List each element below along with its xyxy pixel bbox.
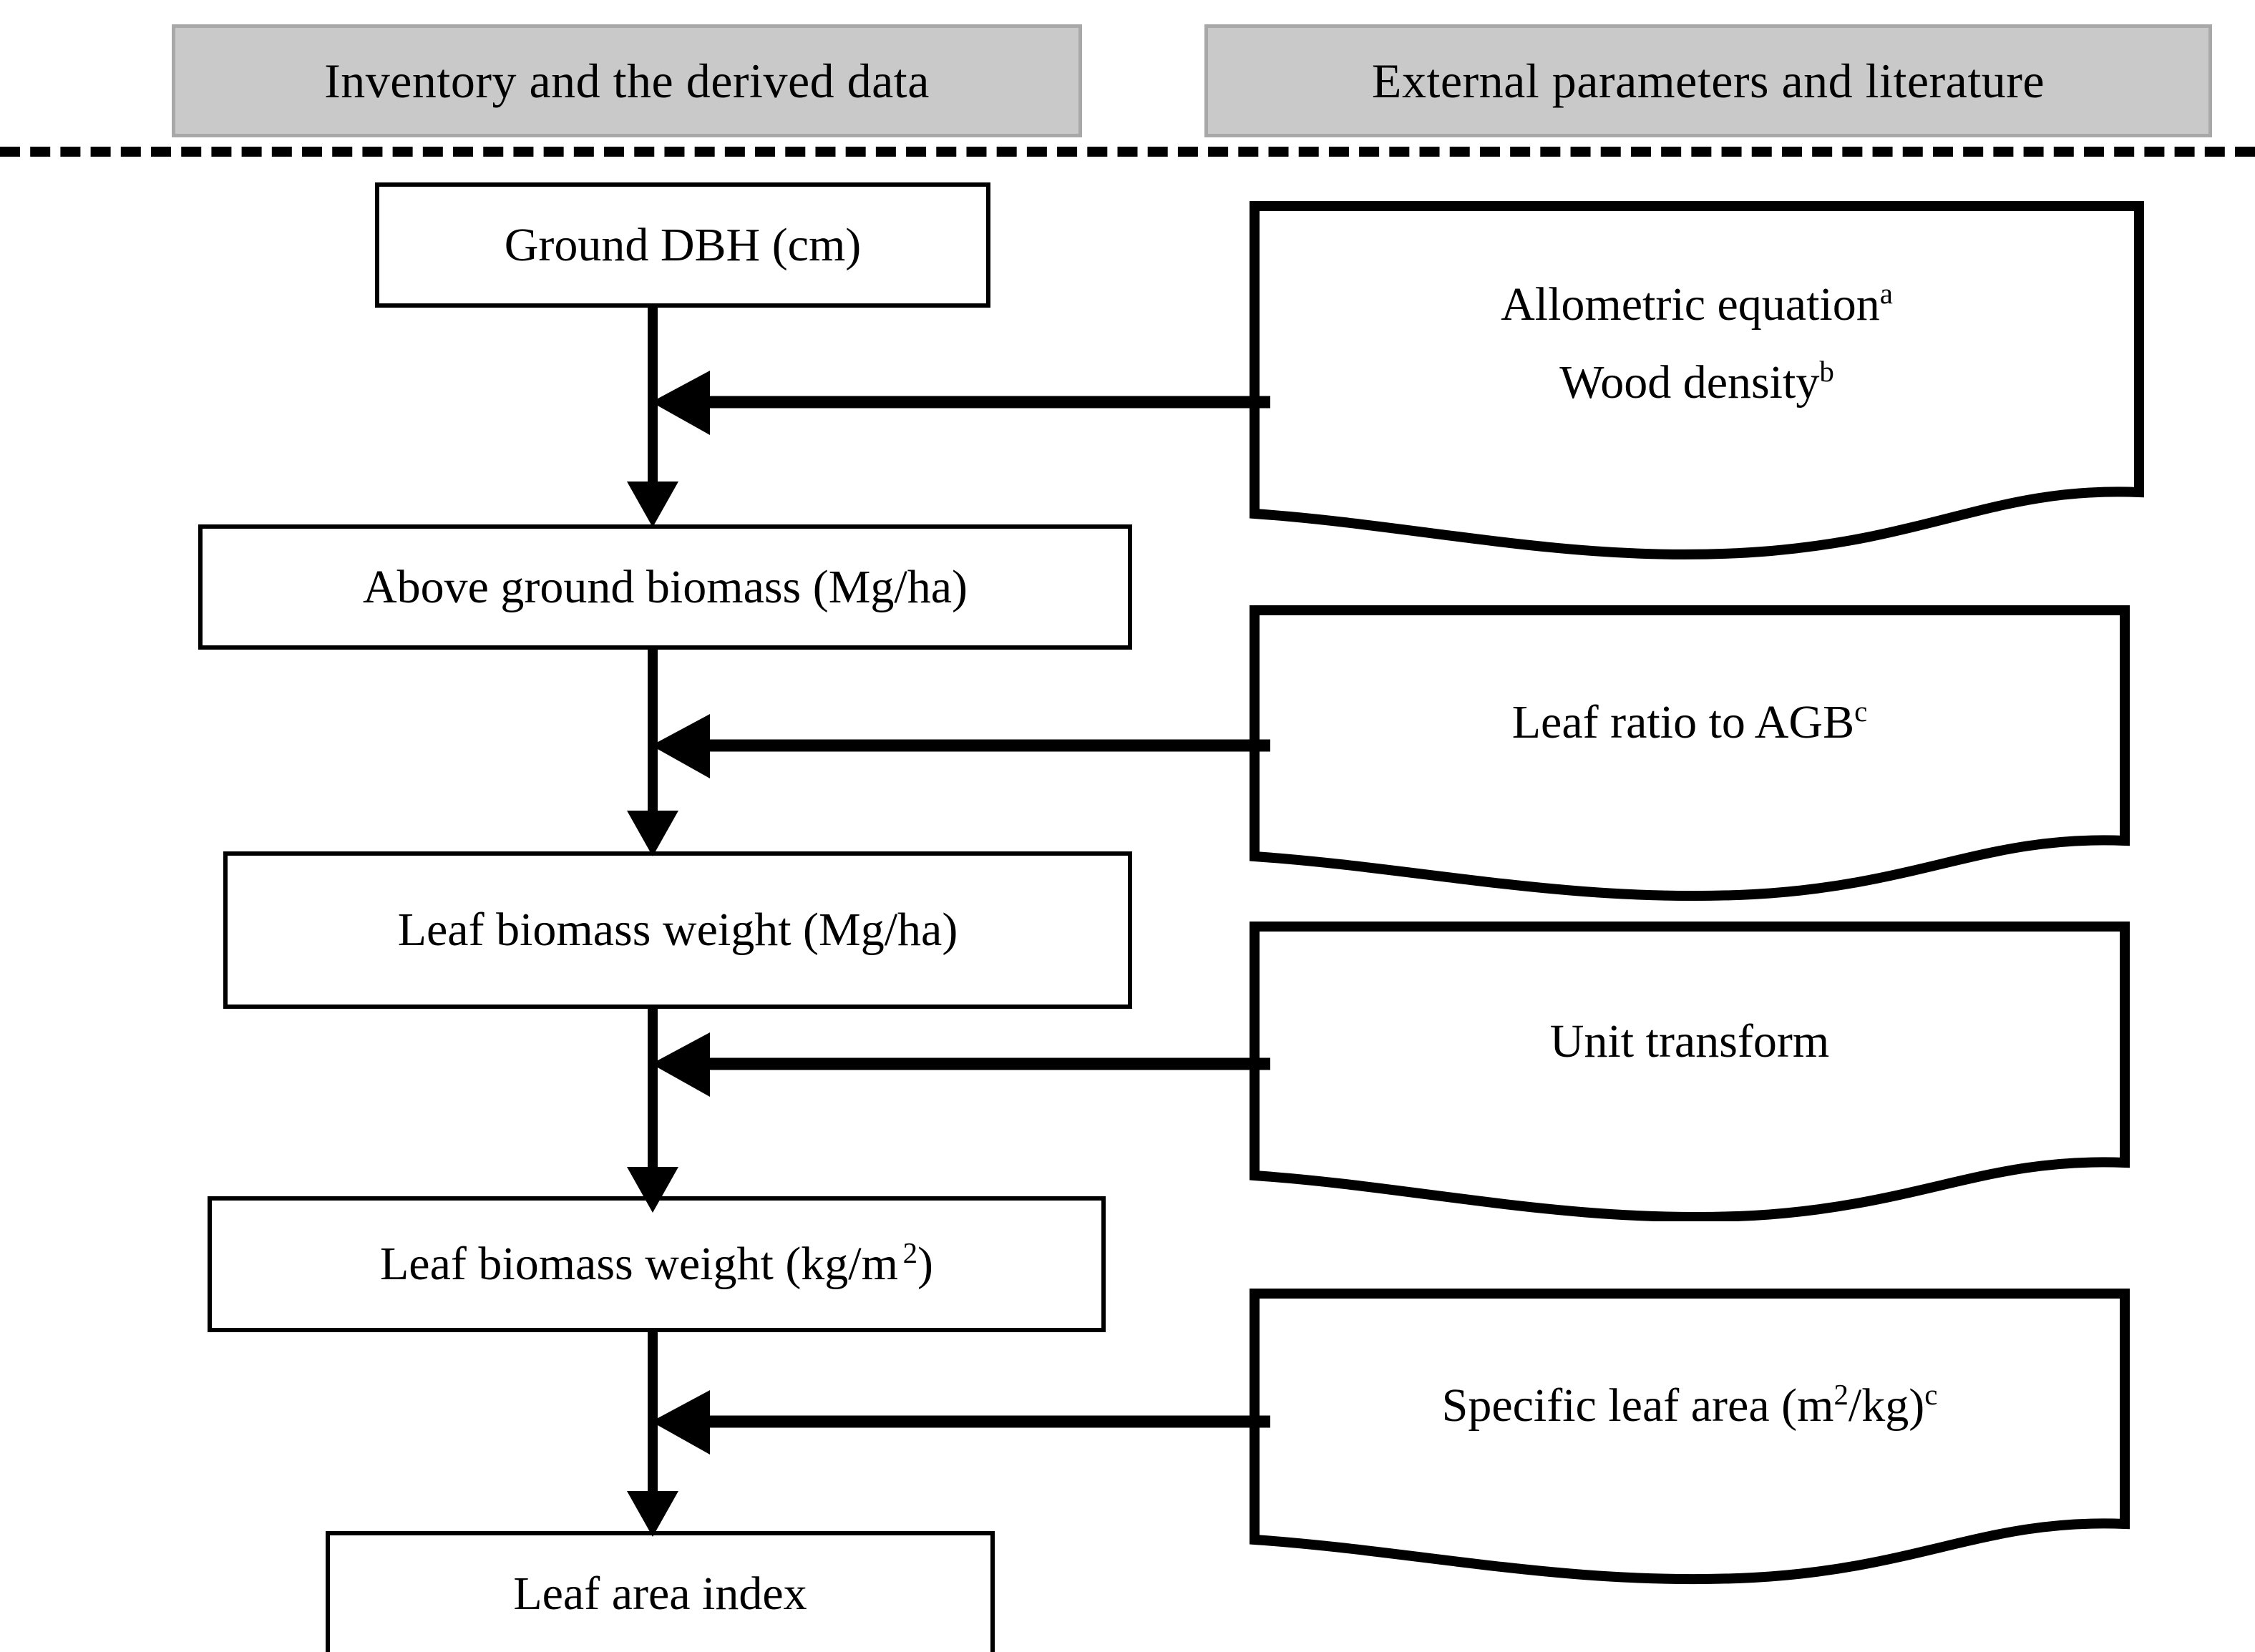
doc-specific-leaf-area-text: Specific leaf area (m2/kg)c	[1249, 1288, 2130, 1524]
doc-leaf-ratio-text: Leaf ratio to AGBc	[1249, 605, 2130, 841]
banner-inventory-label: Inventory and the derived data	[324, 53, 930, 108]
arrow-leafratio-to-flow	[630, 701, 1274, 787]
doc-allometric-line-2: Wood densityb	[1559, 356, 1834, 409]
doc-shape-unit-transform	[1250, 922, 2130, 1221]
box-leaf-biomass-mgha: Leaf biomass weight (Mg/ha)	[223, 851, 1132, 1009]
box-ground-dbh: Ground DBH (cm)	[375, 182, 990, 308]
doc-specific-leaf-area: Specific leaf area (m2/kg)c	[1249, 1288, 2130, 1588]
banner-external-label: External parameters and literature	[1371, 53, 2045, 108]
box-ground-dbh-label: Ground DBH (cm)	[504, 218, 862, 271]
arrow-leafratio-glyph	[651, 714, 1270, 778]
box-leaf-area-index-label: Leaf area index	[513, 1567, 807, 1620]
doc-unit-transform: Unit transform	[1249, 921, 2130, 1221]
doc-allometric-wood-density: Allometric equationa Wood densityb	[1249, 200, 2145, 562]
doc-leaf-ratio-agb: Leaf ratio to AGBc	[1249, 605, 2130, 905]
arrow-unittransform-glyph	[651, 1032, 1270, 1097]
doc-leaf-ratio-line-1: Leaf ratio to AGBc	[1511, 695, 1868, 749]
arrow-agb-to-leafmgha	[608, 646, 708, 861]
box-leaf-biomass-kgm2-tail: )	[917, 1238, 934, 1290]
doc-shape-allometric	[1250, 201, 2144, 559]
arrow-leafkgm2-to-lai-glyph	[627, 1329, 678, 1537]
box-above-ground-biomass-label: Above ground biomass (Mg/ha)	[362, 560, 968, 613]
doc-unit-transform-line-1: Unit transform	[1549, 1015, 1830, 1068]
arrow-agb-to-leafmgha-glyph	[627, 646, 678, 856]
section-divider-dashed	[0, 147, 2255, 157]
arrow-sla-glyph	[651, 1390, 1270, 1455]
doc-unit-transform-text: Unit transform	[1249, 921, 2130, 1163]
doc-allometric-line-1: Allometric equationa	[1501, 277, 1893, 331]
doc-allometric-text: Allometric equationa Wood densityb	[1249, 200, 2145, 487]
box-leaf-area-index: Leaf area index	[326, 1531, 995, 1652]
banner-inventory: Inventory and the derived data	[172, 24, 1082, 137]
arrow-leafkgm2-to-lai	[608, 1329, 708, 1544]
arrow-allometric-glyph	[651, 371, 1270, 435]
doc-shape-leaf-ratio	[1250, 605, 2130, 901]
arrow-unittransform-to-flow	[630, 1020, 1274, 1105]
box-leaf-biomass-kgm2-superscript: 2	[902, 1237, 918, 1269]
doc-shape-specific-leaf-area	[1250, 1289, 2130, 1585]
box-above-ground-biomass: Above ground biomass (Mg/ha)	[198, 524, 1132, 650]
arrow-allometric-to-flow	[630, 358, 1274, 444]
box-leaf-biomass-mgha-label: Leaf biomass weight (Mg/ha)	[397, 904, 958, 956]
banner-external: External parameters and literature	[1204, 24, 2212, 137]
arrow-leafmgha-to-leafkgm2	[608, 1005, 708, 1220]
arrow-sla-to-flow	[630, 1377, 1274, 1463]
doc-specific-leaf-area-line-1: Specific leaf area (m2/kg)c	[1441, 1379, 1938, 1432]
arrow-leafmgha-to-leafkgm2-glyph	[627, 1005, 678, 1213]
box-leaf-biomass-kgm2-text: Leaf biomass weight (kg/m	[379, 1238, 898, 1290]
